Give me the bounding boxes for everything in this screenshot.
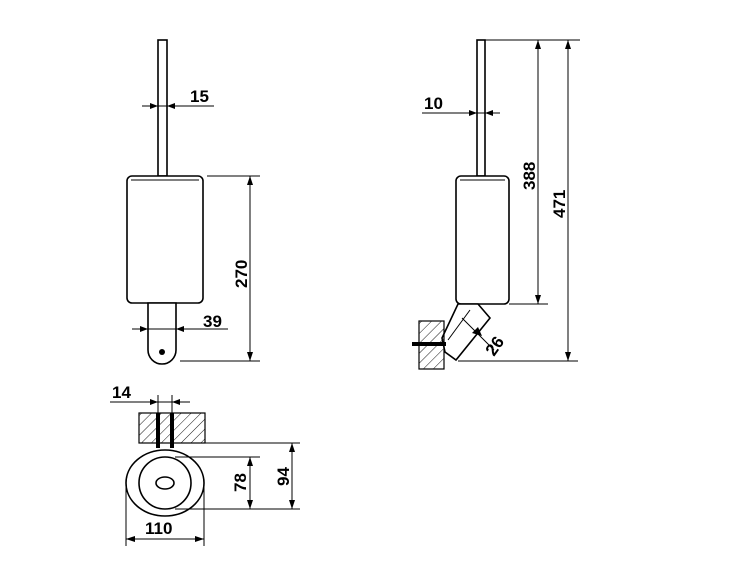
dim-label-26: 26 (482, 333, 508, 359)
dim-label-471: 471 (550, 190, 569, 218)
top-view: 14 78 94 110 (110, 383, 300, 546)
dim-label-14: 14 (112, 383, 131, 402)
dim-label-110: 110 (145, 519, 172, 538)
dim-top-screw-spacing: 14 (110, 383, 190, 413)
dim-top-outer-depth: 94 (274, 443, 295, 509)
dim-label-10: 10 (424, 94, 443, 113)
dim-label-78: 78 (231, 473, 250, 492)
front-cup (126, 175, 204, 304)
dim-front-rod-width: 15 (142, 87, 214, 112)
dim-front-neck-width: 39 (132, 312, 228, 332)
front-view: 15 270 39 (126, 39, 260, 365)
dim-side-rod-width: 10 (422, 94, 500, 120)
front-bracket-stem (147, 302, 177, 365)
side-cup (455, 175, 510, 305)
dim-label-39: 39 (203, 312, 222, 331)
dim-top-inner-depth: 78 (231, 457, 253, 509)
dim-top-width: 110 (125, 483, 205, 546)
side-angled-bracket (441, 303, 492, 362)
front-stem-screw (159, 349, 165, 355)
dim-label-94: 94 (274, 467, 293, 486)
side-view: 10 388 471 26 (412, 39, 580, 370)
side-brush-rod (476, 39, 486, 177)
dim-label-15: 15 (190, 87, 209, 106)
dim-side-total-height: 471 (550, 40, 571, 361)
dim-side-cup-height: 388 (520, 40, 541, 304)
dim-label-270: 270 (232, 260, 251, 288)
dim-label-388: 388 (520, 162, 539, 190)
dim-front-height: 270 (180, 175, 260, 362)
front-brush-rod (157, 39, 168, 177)
top-rod-hole (155, 476, 175, 490)
